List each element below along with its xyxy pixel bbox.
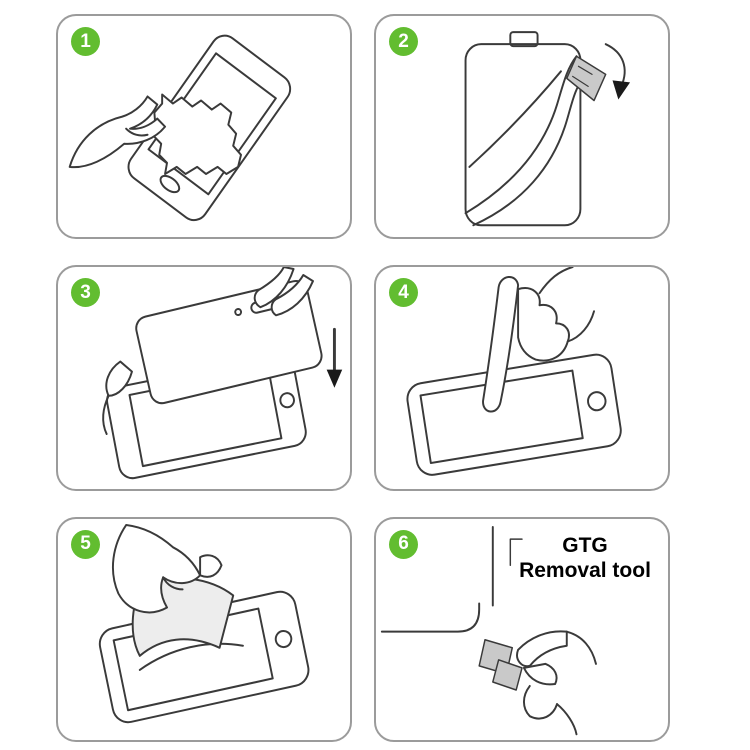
step-5-number-badge: 5 bbox=[71, 529, 100, 559]
align-and-place-glass-illustration bbox=[102, 267, 343, 480]
step-1-number-badge: 1 bbox=[71, 27, 100, 56]
step-3-number-badge: 3 bbox=[71, 278, 100, 308]
press-screen-with-finger-illustration bbox=[406, 267, 622, 477]
hand-icon bbox=[112, 523, 223, 613]
film-edge-line bbox=[138, 642, 244, 671]
step-panel-6: 6 GTG Removal tool bbox=[374, 516, 670, 742]
step-2-number-badge: 2 bbox=[389, 27, 418, 56]
removal-tool-label-line2: Removal tool bbox=[519, 558, 651, 582]
step-panel-4: 4 bbox=[374, 265, 670, 491]
removal-tool-label-line1: GTG bbox=[562, 533, 608, 557]
step-panel-1: 1 bbox=[56, 14, 352, 240]
step-6-number-badge: 6 bbox=[389, 529, 418, 559]
removal-tool-label: GTG Removal tool bbox=[506, 533, 664, 583]
clean-screen-with-cloth-illustration bbox=[68, 34, 292, 222]
step-4-number-badge: 4 bbox=[389, 278, 418, 308]
right-hand-icon bbox=[253, 267, 314, 317]
peel-protective-film-illustration bbox=[464, 31, 631, 227]
smooth-remove-film-illustration bbox=[98, 523, 310, 723]
step-panel-2: 2 bbox=[374, 14, 670, 240]
removal-tool-icon bbox=[478, 638, 523, 691]
protective-film-icon bbox=[464, 55, 607, 227]
hand-icon bbox=[68, 95, 167, 169]
step-panel-3: 3 bbox=[56, 265, 352, 491]
down-arrow-icon bbox=[326, 328, 343, 389]
step-panel-5: 5 bbox=[56, 516, 352, 742]
phone-outline-icon bbox=[464, 31, 582, 227]
screen-corner-line bbox=[380, 602, 481, 633]
left-thumb-icon bbox=[102, 360, 133, 436]
cleaning-cloth-icon bbox=[152, 93, 242, 175]
pinching-hand-icon bbox=[516, 630, 597, 735]
phone-icon bbox=[406, 353, 622, 477]
corner-removal-tool-illustration bbox=[380, 525, 597, 735]
curved-arrow-icon bbox=[604, 43, 631, 100]
pressing-hand-icon bbox=[482, 267, 595, 413]
label-pointer-line bbox=[509, 538, 523, 566]
